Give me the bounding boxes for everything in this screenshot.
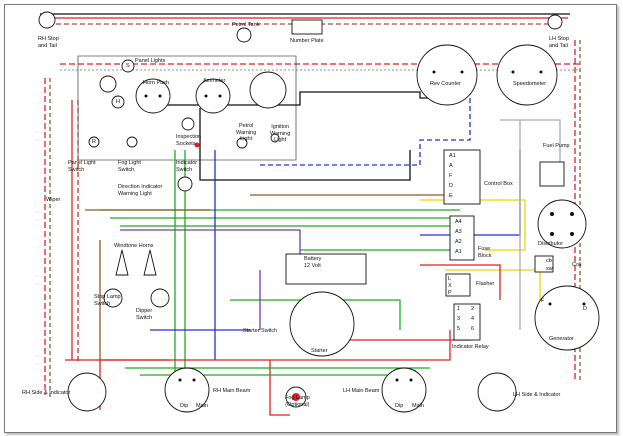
rh-stop-tail-label: RH Stop and Tail [38,36,59,49]
relay-terminal-6: 6 [471,326,475,332]
lh-main-beam-label: LH Main Beam [343,388,380,394]
relay-terminal-3: 3 [457,316,461,322]
rh-side-indicator-label: RH Side & Indicator [22,390,71,396]
switch-terminal-s: S [126,63,130,69]
flasher-terminal-x: X [448,283,452,289]
switch-terminal-r: R [92,139,96,145]
fuse-block-label: Fuse Block [478,246,492,259]
direction-indicator-label: Direction Indicator Warning Light [118,184,163,197]
coil-label: Coil [572,262,582,268]
fog-lamp-label: Fog Lamp (Optional) [285,395,310,408]
petrol-tank-label: Petrol Tank [232,22,260,28]
stop-lamp-switch-label: Stop Lamp Switch [94,294,121,307]
cb-terminal-f: F [449,173,453,179]
fuel-pump-label: Fuel Pump [543,143,570,149]
speedometer-label: Speedometer [513,81,547,87]
fuse-terminal-a1: A1 [455,249,462,255]
starter-switch-label: Starter Switch [243,328,278,334]
wiper-label: Wiper [46,197,61,203]
cb-terminal-d: D [449,183,453,189]
generator-label: Generator [549,336,574,342]
control-box-label: Control Box [484,181,513,187]
gen-terminal-f: F [541,298,545,304]
relay-terminal-2: 2 [471,306,475,312]
indicator-relay-label: Indicator Relay [452,344,489,350]
petrol-warning-label: Petrol Warning Light [236,123,257,142]
horn-push-label: Horn Push [143,80,169,86]
coil-terminal-sw: sw [546,266,553,272]
rh-main-beam-label: RH Main Beam [213,388,251,394]
fog-light-switch-label: Fog Light Switch [118,160,141,173]
ammeter-label: Ammeter [203,78,226,84]
relay-terminal-1: 1 [457,306,461,312]
switch-terminal-h: H [116,99,120,105]
coil-terminal-cb: cb [546,258,552,264]
lh-side-indicator-label: LH Side & Indicator [513,392,561,398]
starter-label: Starter [311,348,328,354]
relay-terminal-4: 4 [471,316,475,322]
flasher-terminal-l: L [448,276,452,282]
cb-terminal-e: E [449,193,453,199]
fuse-terminal-a2: A2 [455,239,462,245]
number-plate-label: Number Plate [290,38,324,44]
rh-main-label: Main [196,403,208,409]
cb-terminal-a: A [449,163,453,169]
ignition-warning-label: Ignition Warning Light [270,124,291,143]
gen-terminal-d: D [583,306,587,312]
lh-stop-tail-label: LH Stop and Tail [549,36,569,49]
rh-dip-label: Dip [180,403,189,409]
battery-label: Battery 12 Volt [304,256,322,269]
lh-dip-label: Dip [395,403,404,409]
inspection-sockets-label: Inspection Sockets [176,134,202,147]
windtone-horns-label: Windtone Horns [114,243,154,249]
flasher-label: Flasher [476,281,495,287]
lh-main-label: Main [412,403,424,409]
relay-terminal-5: 5 [457,326,461,332]
fuse-terminal-a3: A3 [455,229,462,235]
rev-counter-label: Rev Counter [430,81,461,87]
panel-light-switch-label: Panel Light Switch [68,160,96,173]
distributor-label: Distributor [538,241,564,247]
panel-lights-label: Panel Lights [135,58,166,64]
fuse-terminal-a4: A4 [455,219,462,225]
dipper-switch-label: Dipper Switch [136,308,153,321]
cb-terminal-a1: A1 [449,153,456,159]
flasher-terminal-p: P [448,290,452,296]
indicator-switch-label: Indicator Switch [176,160,198,173]
